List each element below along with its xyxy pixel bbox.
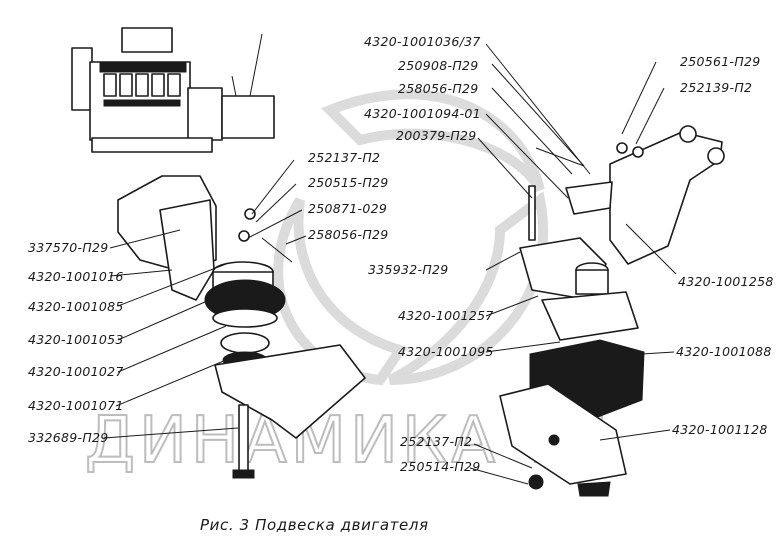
label-4320-1001258: 4320-1001258 (678, 274, 774, 289)
label-200379-p29: 200379-П29 (396, 128, 477, 143)
label-4320-1001071: 4320-1001071 (28, 398, 124, 413)
label-4320-1001095: 4320-1001095 (398, 344, 494, 359)
label-4320-1001128: 4320-1001128 (672, 422, 768, 437)
label-250514-p29: 250514-П29 (400, 459, 481, 474)
label-250561-p29: 250561-П29 (680, 54, 761, 69)
label-4320-1001016: 4320-1001016 (28, 269, 124, 284)
left-mount-assembly (117, 175, 366, 479)
label-258056-p29-left: 258056-П29 (308, 227, 389, 242)
label-4320-1001094-01: 4320-1001094-01 (364, 106, 481, 121)
figure-caption: Рис. 3 Подвеска двигателя (200, 516, 429, 534)
label-332689-p29: 332689-П29 (28, 430, 109, 445)
label-4320-1001036-37: 4320-1001036/37 (364, 34, 481, 49)
label-252137-p2-bottom: 252137-П2 (400, 434, 472, 449)
label-252139-p2: 252139-П2 (680, 80, 752, 95)
label-252137-p2-top: 252137-П2 (308, 150, 380, 165)
label-4320-1001257: 4320-1001257 (398, 308, 494, 323)
leader-lines (103, 43, 677, 485)
label-4320-1001088: 4320-1001088 (676, 344, 772, 359)
label-250908-p29: 250908-П29 (398, 58, 479, 73)
label-4320-1001053: 4320-1001053 (28, 332, 124, 347)
label-4320-1001085: 4320-1001085 (28, 299, 124, 314)
label-337570-p29: 337570-П29 (28, 240, 109, 255)
engine-overview-illustration (71, 27, 275, 153)
label-4320-1001027: 4320-1001027 (28, 364, 124, 379)
label-250871-029: 250871-029 (308, 201, 387, 216)
label-335932-p29: 335932-П29 (368, 262, 449, 277)
right-mount-assembly (499, 125, 725, 497)
label-258056-p29-top: 258056-П29 (398, 81, 479, 96)
label-250515-p29: 250515-П29 (308, 175, 389, 190)
